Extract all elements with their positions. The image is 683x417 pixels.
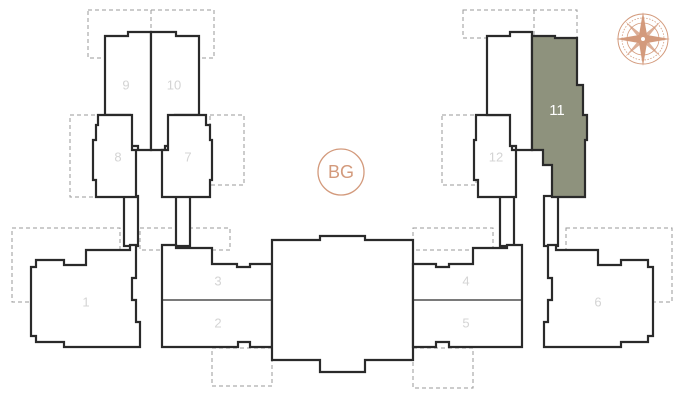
corridors [122,194,560,248]
unit-6[interactable]: 6 [542,243,655,349]
unit-5-label: 5 [462,315,469,330]
unit-10-label: 10 [167,77,181,92]
floor-label: BG [328,162,354,182]
unit-2-label: 2 [214,315,221,330]
unit-5[interactable]: 5 [462,315,469,330]
unit-4[interactable]: 4 [462,273,469,288]
unit-11-label: 11 [549,102,565,119]
unit-4-label: 4 [462,273,469,288]
unit-7[interactable]: 7 [160,113,214,199]
unit-3-label: 3 [214,273,221,288]
compass-rose-icon [616,12,670,66]
central-common-area [270,234,415,374]
unit-8[interactable]: 8 [91,113,138,199]
unit-8-label: 8 [114,149,121,164]
units-4-5-block [411,243,524,349]
floor-badge: BG [317,148,365,196]
unit-upper-left-of-11[interactable] [485,30,534,152]
unit-2[interactable]: 2 [214,315,221,330]
unit-9-label: 9 [122,77,129,92]
unit-3[interactable]: 3 [214,273,221,288]
unit-6-label: 6 [594,294,601,309]
unit-7-label: 7 [184,149,191,164]
unit-12-label: 12 [489,149,503,164]
unit-1[interactable]: 1 [29,243,142,349]
unit-1-label: 1 [82,294,89,309]
unit-11-selected[interactable]: 11 [530,34,589,199]
units-2-3-block [160,243,274,349]
